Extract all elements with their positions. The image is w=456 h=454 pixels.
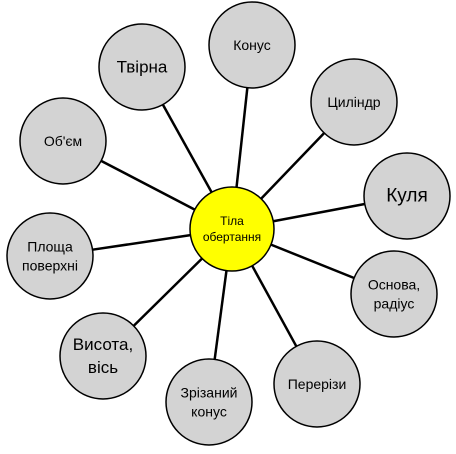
node-tvirna: Твірна [98,23,186,111]
node-zrizanyi-konus-circle [165,358,253,446]
node-obiem: Об'єм [19,97,107,185]
edge-obiem [100,159,196,211]
edge-osnova-radius [270,243,355,280]
node-konus-label: Конус [233,37,271,53]
node-osnova-radius-label-line-1: Основа, [368,277,420,293]
node-pererizy-circle [273,340,361,428]
edge-pererizy [251,265,298,347]
node-ploshcha-poverkhni: Площа поверхні [6,212,94,300]
node-osnova-radius: Основа, радіус [350,250,438,338]
edge-tvirna [161,103,213,193]
node-tvirna-label: Твірна [117,58,168,77]
node-kulia-circle [363,152,451,240]
node-vysota-vis-label-line-2: вісь [88,358,118,377]
node-konus-circle [208,1,296,89]
node-tsylindr-label: Циліндр [327,94,380,110]
node-ploshcha-poverkhni-circle [6,212,94,300]
node-osnova-radius-label-line-2: радіус [374,295,415,311]
node-pererizy-label: Перерізи [288,376,347,392]
center-node-label-line-1: Тіла [220,214,244,228]
node-kulia: Куля [363,152,451,240]
node-zrizanyi-konus: Зрізаний конус [165,358,253,446]
center-node-label-line-2: обертання [203,230,261,244]
node-kulia-label: Куля [386,186,428,207]
node-vysota-vis-label-line-1: Висота, [73,335,133,354]
node-vysota-vis-circle [59,312,147,400]
center-node-circle [189,186,275,272]
connector-lines [92,87,365,360]
edge-vysota-vis [132,257,203,327]
edge-zrizanyi-konus [213,270,228,360]
concept-nodes: КонусЦиліндрКуляОснова,радіусПерерізиЗрі… [6,1,451,446]
node-tsylindr-circle [310,58,398,146]
node-zrizanyi-konus-label-line-1: Зрізаний [181,385,238,401]
node-konus: Конус [208,1,296,89]
node-tvirna-circle [98,23,186,111]
node-ploshcha-poverkhni-label-line-2: поверхні [22,257,78,273]
node-zrizanyi-konus-label-line-2: конус [191,403,227,419]
edge-kulia [273,202,365,223]
edge-ploshcha-poverkhni [92,233,191,251]
node-osnova-radius-circle [350,250,438,338]
node-ploshcha-poverkhni-label-line-1: Площа [27,239,73,255]
node-tsylindr: Циліндр [310,58,398,146]
node-vysota-vis: Висота, вісь [59,312,147,400]
node-pererizy: Перерізи [273,340,361,428]
edge-konus [235,87,249,188]
center-node: Тіла обертання [189,186,275,272]
node-obiem-circle [19,97,107,185]
node-obiem-label: Об'єм [44,133,82,149]
edge-tsylindr [260,132,326,200]
